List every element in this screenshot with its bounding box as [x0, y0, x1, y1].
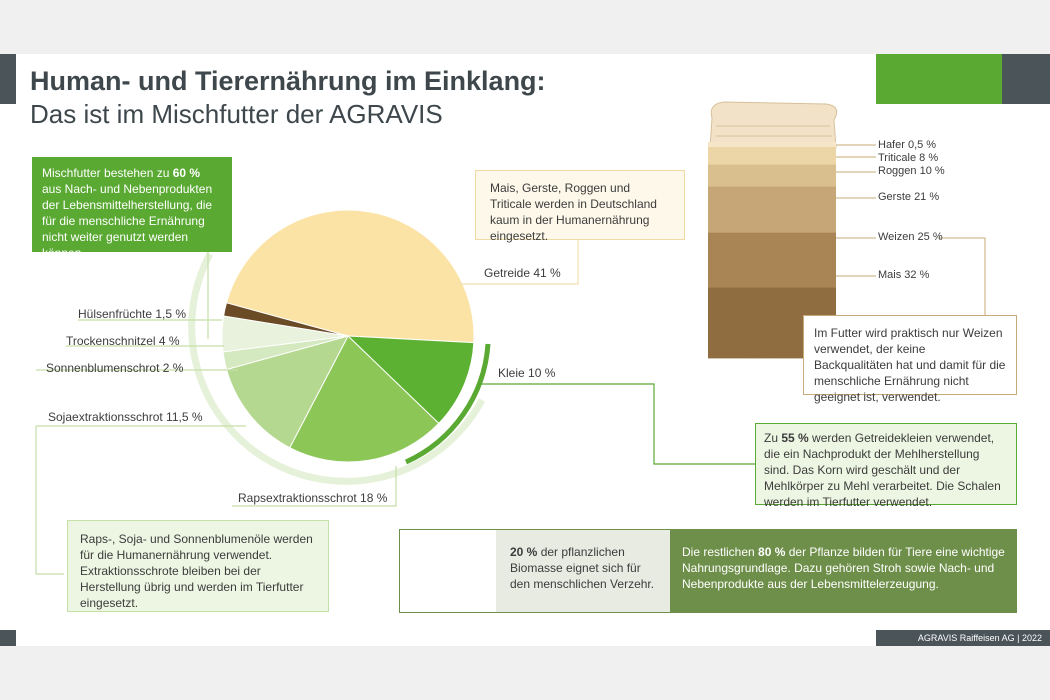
sack-leader-lines — [834, 144, 986, 316]
getreide-note: Mais, Gerste, Roggen und Triticale werde… — [475, 170, 685, 243]
pie-label-sonnen: Sonnenblumenschrot 2 % — [46, 361, 184, 375]
leader-getreide — [458, 238, 579, 285]
pie-outer-arc — [188, 252, 486, 485]
sack-top-fold — [709, 101, 838, 149]
biomass-left-bold: 20 % — [510, 545, 538, 559]
sack-label-triticale: Triticale 8 % — [878, 152, 939, 164]
sack-layer-1 — [708, 147, 836, 166]
biomass-right-pre: Die restlichen — [682, 545, 759, 559]
header-bar-left — [0, 54, 16, 104]
footer-bar-left — [0, 630, 16, 646]
sack-layer-2 — [708, 164, 836, 188]
intro-pre: Mischfutter bestehen zu — [42, 166, 173, 180]
kleie-post: werden Getreidekleien verwendet, die ein… — [764, 431, 1001, 509]
pie-slice-2 — [289, 335, 440, 463]
sack-label-gerste: Gerste 21 % — [878, 191, 940, 203]
sack-label-roggen: Roggen 10 % — [878, 165, 945, 177]
biomass-right-post: der Pflanze bilden für Tiere eine wichti… — [682, 545, 1005, 591]
header-bar-green — [876, 54, 1002, 104]
leader-raps — [232, 466, 397, 507]
leader-soja — [35, 426, 64, 575]
pie-label-kleie: Kleie 10 % — [498, 366, 556, 380]
pie-label-getreide: Getreide 41 % — [484, 266, 561, 280]
sack-layer-3 — [708, 186, 836, 234]
biomass-right: Die restlichen 80 % der Pflanze bilden f… — [670, 530, 1017, 612]
intro-box: Mischfutter bestehen zu 60 % aus Nach- u… — [32, 157, 232, 260]
pie-leader-lines — [35, 319, 397, 575]
biomass-right-bold: 80 % — [758, 545, 786, 559]
intro-post: aus Nach- und Nebenprodukten der Lebensm… — [42, 182, 213, 260]
kleie-bold: 55 % — [781, 431, 809, 445]
pie-label-raps: Rapsextraktionsschrot 18 % — [238, 491, 388, 505]
biomass-left: 20 % der pflanzlichen Biomasse eignet si… — [496, 530, 670, 612]
biomass-left-text: der pflanzlichen Biomasse eignet sich fü… — [510, 545, 655, 591]
getreide-note-text: Mais, Gerste, Roggen und Triticale werde… — [490, 181, 657, 243]
page-subtitle: Das ist im Mischfutter der AGRAVIS — [30, 99, 443, 129]
chart-graphics — [35, 101, 986, 606]
intro-bold: 60 % — [172, 166, 201, 180]
weizen-note-text: Im Futter wird praktisch nur Weizen verw… — [814, 326, 1006, 404]
weizen-note: Im Futter wird praktisch nur Weizen verw… — [803, 315, 1017, 404]
slide: Human- und Tierernährung im Einklang: Da… — [0, 54, 1050, 646]
pie-label-trocken: Trockenschnitzel 4 % — [66, 334, 180, 348]
pie-slice-6 — [223, 302, 349, 337]
page-title: Human- und Tierernährung im Einklang: — [30, 66, 546, 96]
pie-slice-3 — [225, 335, 349, 449]
pie-label-soja: Sojaextraktionsschrot 11,5 % — [48, 410, 203, 424]
footer-bar: AGRAVIS Raiffeisen AG | 2022 — [876, 630, 1050, 646]
pie-slice-0 — [225, 209, 475, 344]
oil-note-text: Raps-, Soja- und Sonnenblumenöle werden … — [80, 532, 313, 610]
kleie-pre: Zu — [764, 431, 782, 445]
leader-kleie — [478, 383, 756, 465]
oil-note: Raps-, Soja- und Sonnenblumenöle werden … — [67, 520, 329, 612]
kleie-note: Zu 55 % werden Getreidekleien verwendet,… — [755, 423, 1017, 509]
sack-label-mais: Mais 32 % — [878, 269, 930, 281]
pie-outer-arc-green — [404, 343, 491, 465]
sack-label-weizen: Weizen 25 % — [878, 231, 943, 243]
sack-label-hafer: Hafer 0,5 % — [878, 139, 937, 151]
pie-label-huelsen: Hülsenfrüchte 1,5 % — [78, 307, 187, 321]
pie-slice-1 — [346, 335, 475, 425]
pie-chart — [221, 209, 475, 463]
footer-text: AGRAVIS Raiffeisen AG | 2022 — [917, 633, 1042, 643]
sack-layer-4 — [708, 232, 836, 289]
sack-layer-0 — [708, 142, 836, 148]
biomass-panel: 20 % der pflanzlichen Biomasse eignet si… — [399, 529, 1017, 613]
header-bar-right — [1002, 54, 1050, 104]
